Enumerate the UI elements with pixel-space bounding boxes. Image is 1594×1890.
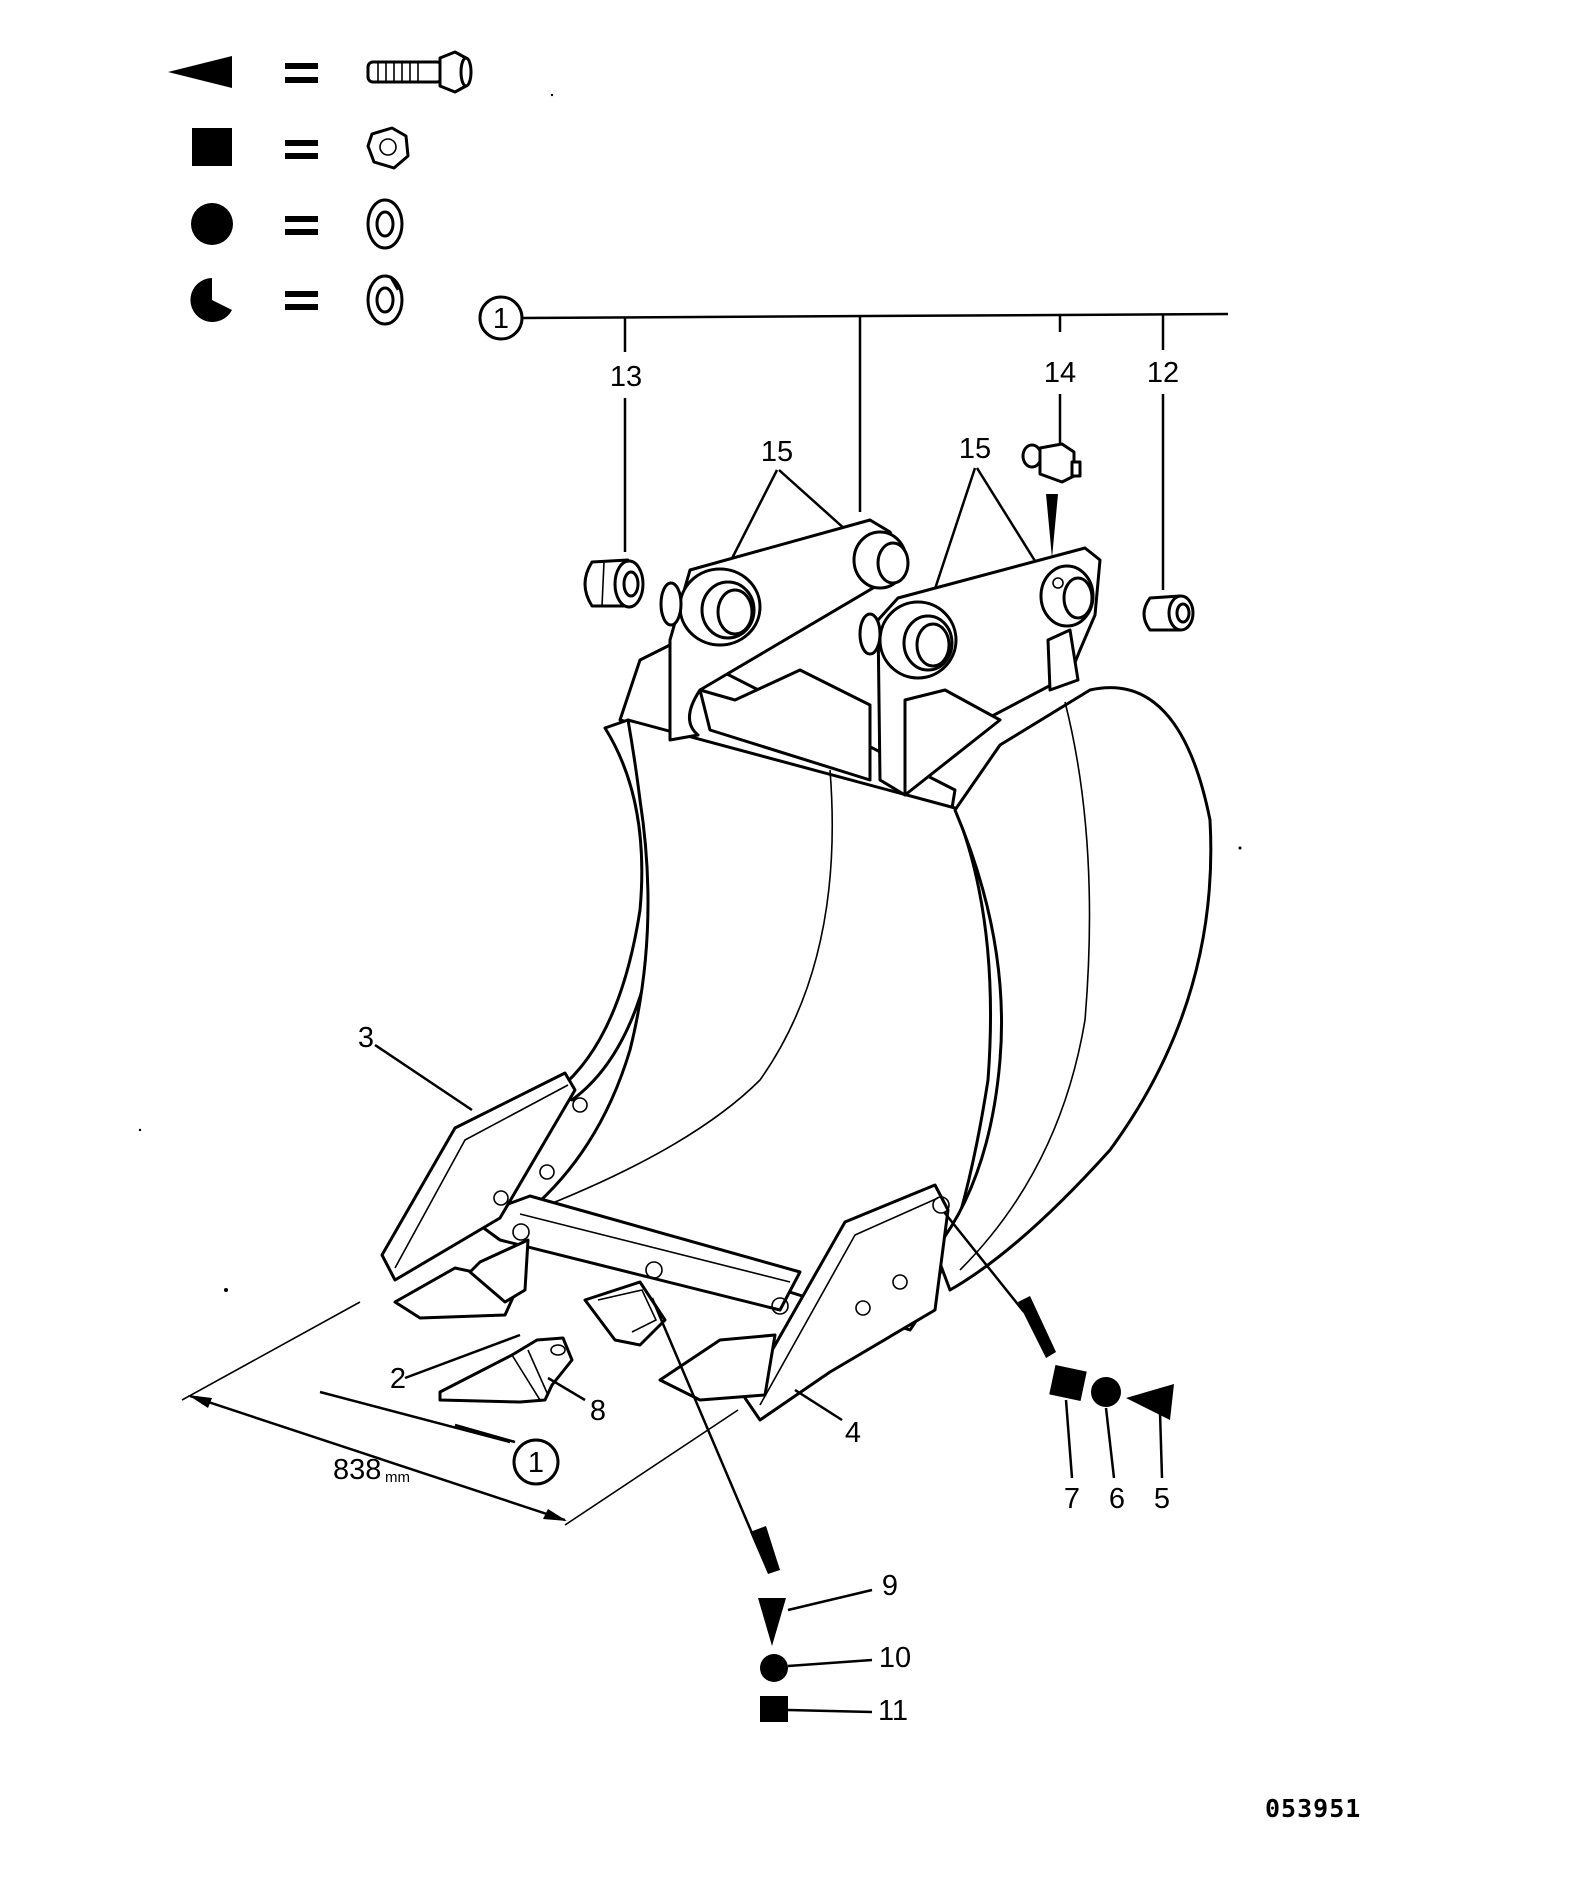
svg-text:8: 8 [590, 1395, 606, 1427]
callout-12: 12 [1147, 357, 1179, 590]
callout-1-top: 1 [493, 303, 509, 335]
legend-row-washer [191, 198, 404, 250]
equals-sign [285, 291, 318, 310]
washer-icon [760, 1654, 788, 1682]
svg-text:2: 2 [390, 1363, 406, 1395]
nut-icon [1049, 1365, 1087, 1401]
svg-text:1: 1 [528, 1447, 544, 1479]
svg-text:13: 13 [610, 361, 642, 393]
callout-9: 9 [882, 1570, 898, 1602]
callout-14: 14 [1044, 357, 1076, 444]
legend-row-spring-washer [190, 274, 404, 326]
svg-text:14: 14 [1044, 357, 1076, 389]
spring-washer-icon [366, 274, 404, 326]
svg-text:15: 15 [761, 436, 793, 468]
nut-icon [760, 1696, 788, 1722]
washer-icon [1091, 1377, 1121, 1407]
callout-8: 8 [547, 1376, 606, 1427]
callout-6: 6 [1109, 1483, 1125, 1515]
callout-13: 13 [610, 361, 642, 552]
drawing-number: 053951 [1265, 1794, 1361, 1823]
equals-sign [285, 63, 318, 83]
fixings-right: 7 6 5 [943, 1211, 1174, 1515]
assembly-leader-top: 1 [478, 295, 1229, 512]
square-symbol-icon [192, 128, 232, 166]
dimension-unit: mm [385, 1469, 410, 1486]
legend-row-nut [192, 126, 410, 170]
mounting-ears [659, 518, 1102, 797]
callout-10: 10 [879, 1642, 911, 1674]
svg-text:3: 3 [358, 1022, 374, 1054]
dimension-line: 838 mm [181, 1301, 739, 1526]
nut-icon [366, 126, 410, 170]
scan-specks [138, 93, 1242, 1292]
bolt-icon [1126, 1384, 1174, 1420]
callout-11: 11 [878, 1695, 908, 1727]
equals-sign [285, 140, 318, 159]
callout-3: 3 [358, 1022, 473, 1112]
svg-text:4: 4 [845, 1417, 861, 1449]
svg-text:12: 12 [1147, 357, 1179, 389]
callout-4: 4 [794, 1388, 861, 1449]
split-circle-symbol-icon [190, 278, 232, 322]
legend [168, 50, 473, 326]
legend-row-bolt [168, 50, 473, 94]
triangle-symbol-icon [168, 56, 232, 88]
washer-icon [366, 198, 404, 250]
callout-2: 2 [319, 1333, 521, 1444]
assembly-callout-bottom: 1 [454, 1423, 560, 1486]
bolt-icon [758, 1598, 786, 1646]
dimension-value: 838 [333, 1454, 381, 1486]
callout-7: 7 [1064, 1483, 1080, 1515]
bush-12 [1142, 594, 1195, 632]
bolt-icon [366, 50, 473, 94]
equals-sign [285, 216, 318, 235]
grease-nipple-14 [1021, 442, 1082, 558]
fixings-bottom: 9 10 11 [650, 1297, 911, 1727]
circle-symbol-icon [191, 203, 233, 245]
svg-text:15: 15 [959, 433, 991, 465]
callout-5: 5 [1154, 1483, 1170, 1515]
bush-13 [583, 558, 645, 609]
